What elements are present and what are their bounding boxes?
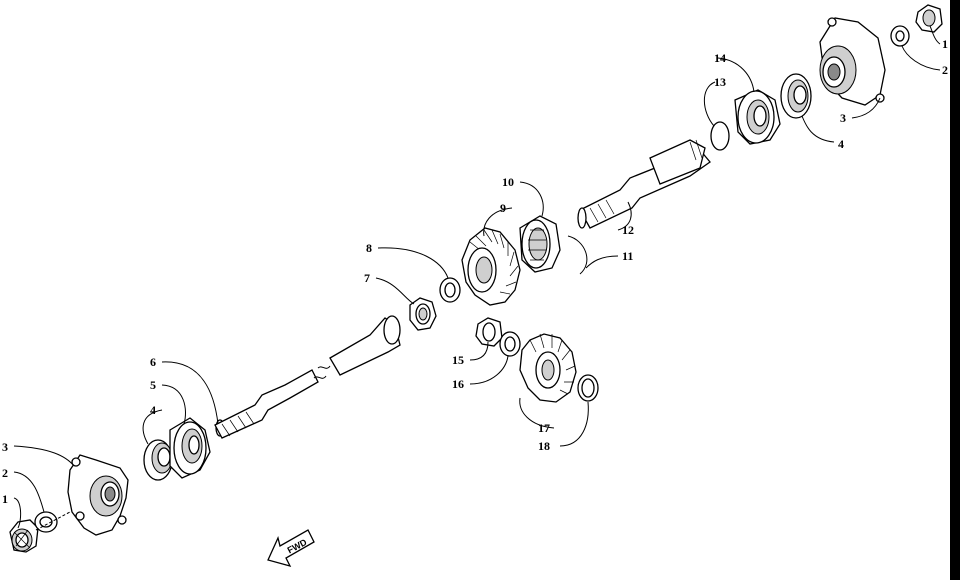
- callout-numbers: 1 2 3 4 5 6 7 8 9 10 11 12 13 14 15 16 1…: [2, 37, 948, 506]
- callout-18: 18: [538, 439, 550, 453]
- part-nut-left: [9, 519, 39, 553]
- part-shaft-left: [214, 315, 401, 439]
- callout-13: 13: [714, 75, 726, 89]
- part-gear-9: [461, 227, 521, 306]
- callout-2-left: 2: [2, 466, 8, 480]
- forward-arrow-icon: FWD: [267, 529, 315, 568]
- part-seal-left: [143, 439, 173, 481]
- callout-2-right: 2: [942, 63, 948, 77]
- callout-1-right: 1: [942, 37, 948, 51]
- callout-7: 7: [364, 271, 370, 285]
- part-bearing-14: [734, 89, 781, 145]
- callout-15: 15: [452, 353, 464, 367]
- callout-5: 5: [150, 378, 156, 392]
- callout-14: 14: [714, 51, 726, 65]
- part-hub-left: [67, 454, 129, 536]
- part-gear-17: [519, 333, 577, 403]
- part-bearing-left: [169, 417, 211, 479]
- part-shaft-12: [577, 139, 711, 229]
- part-nut-right: [915, 4, 943, 33]
- callout-3-right: 3: [840, 111, 846, 125]
- axis-line-left: [35, 511, 71, 531]
- callout-12: 12: [622, 223, 634, 237]
- callout-3-left: 3: [2, 440, 8, 454]
- callout-8: 8: [366, 241, 372, 255]
- callout-4-right: 4: [838, 137, 844, 151]
- part-washer-right: [890, 25, 910, 47]
- part-oring-13: [710, 121, 730, 151]
- callout-6: 6: [150, 355, 156, 369]
- part-washer-8: [439, 277, 461, 303]
- leader-lines: [13, 25, 941, 529]
- callout-9: 9: [500, 201, 506, 215]
- part-snapring-11: [567, 235, 588, 275]
- callout-4-left: 4: [150, 403, 156, 417]
- callout-17: 17: [538, 421, 550, 435]
- callout-11: 11: [622, 249, 633, 263]
- right-edge-bar: [950, 0, 960, 580]
- part-washer-18: [577, 374, 599, 402]
- callout-10: 10: [502, 175, 514, 189]
- part-seal-right: [780, 73, 812, 119]
- part-nut-7: [409, 297, 437, 331]
- part-hub-right: [819, 17, 886, 106]
- callout-16: 16: [452, 377, 464, 391]
- part-nut-15: [475, 317, 503, 347]
- callout-1-left: 1: [2, 492, 8, 506]
- part-bearing-10: [519, 215, 561, 273]
- part-washer-16: [499, 331, 521, 357]
